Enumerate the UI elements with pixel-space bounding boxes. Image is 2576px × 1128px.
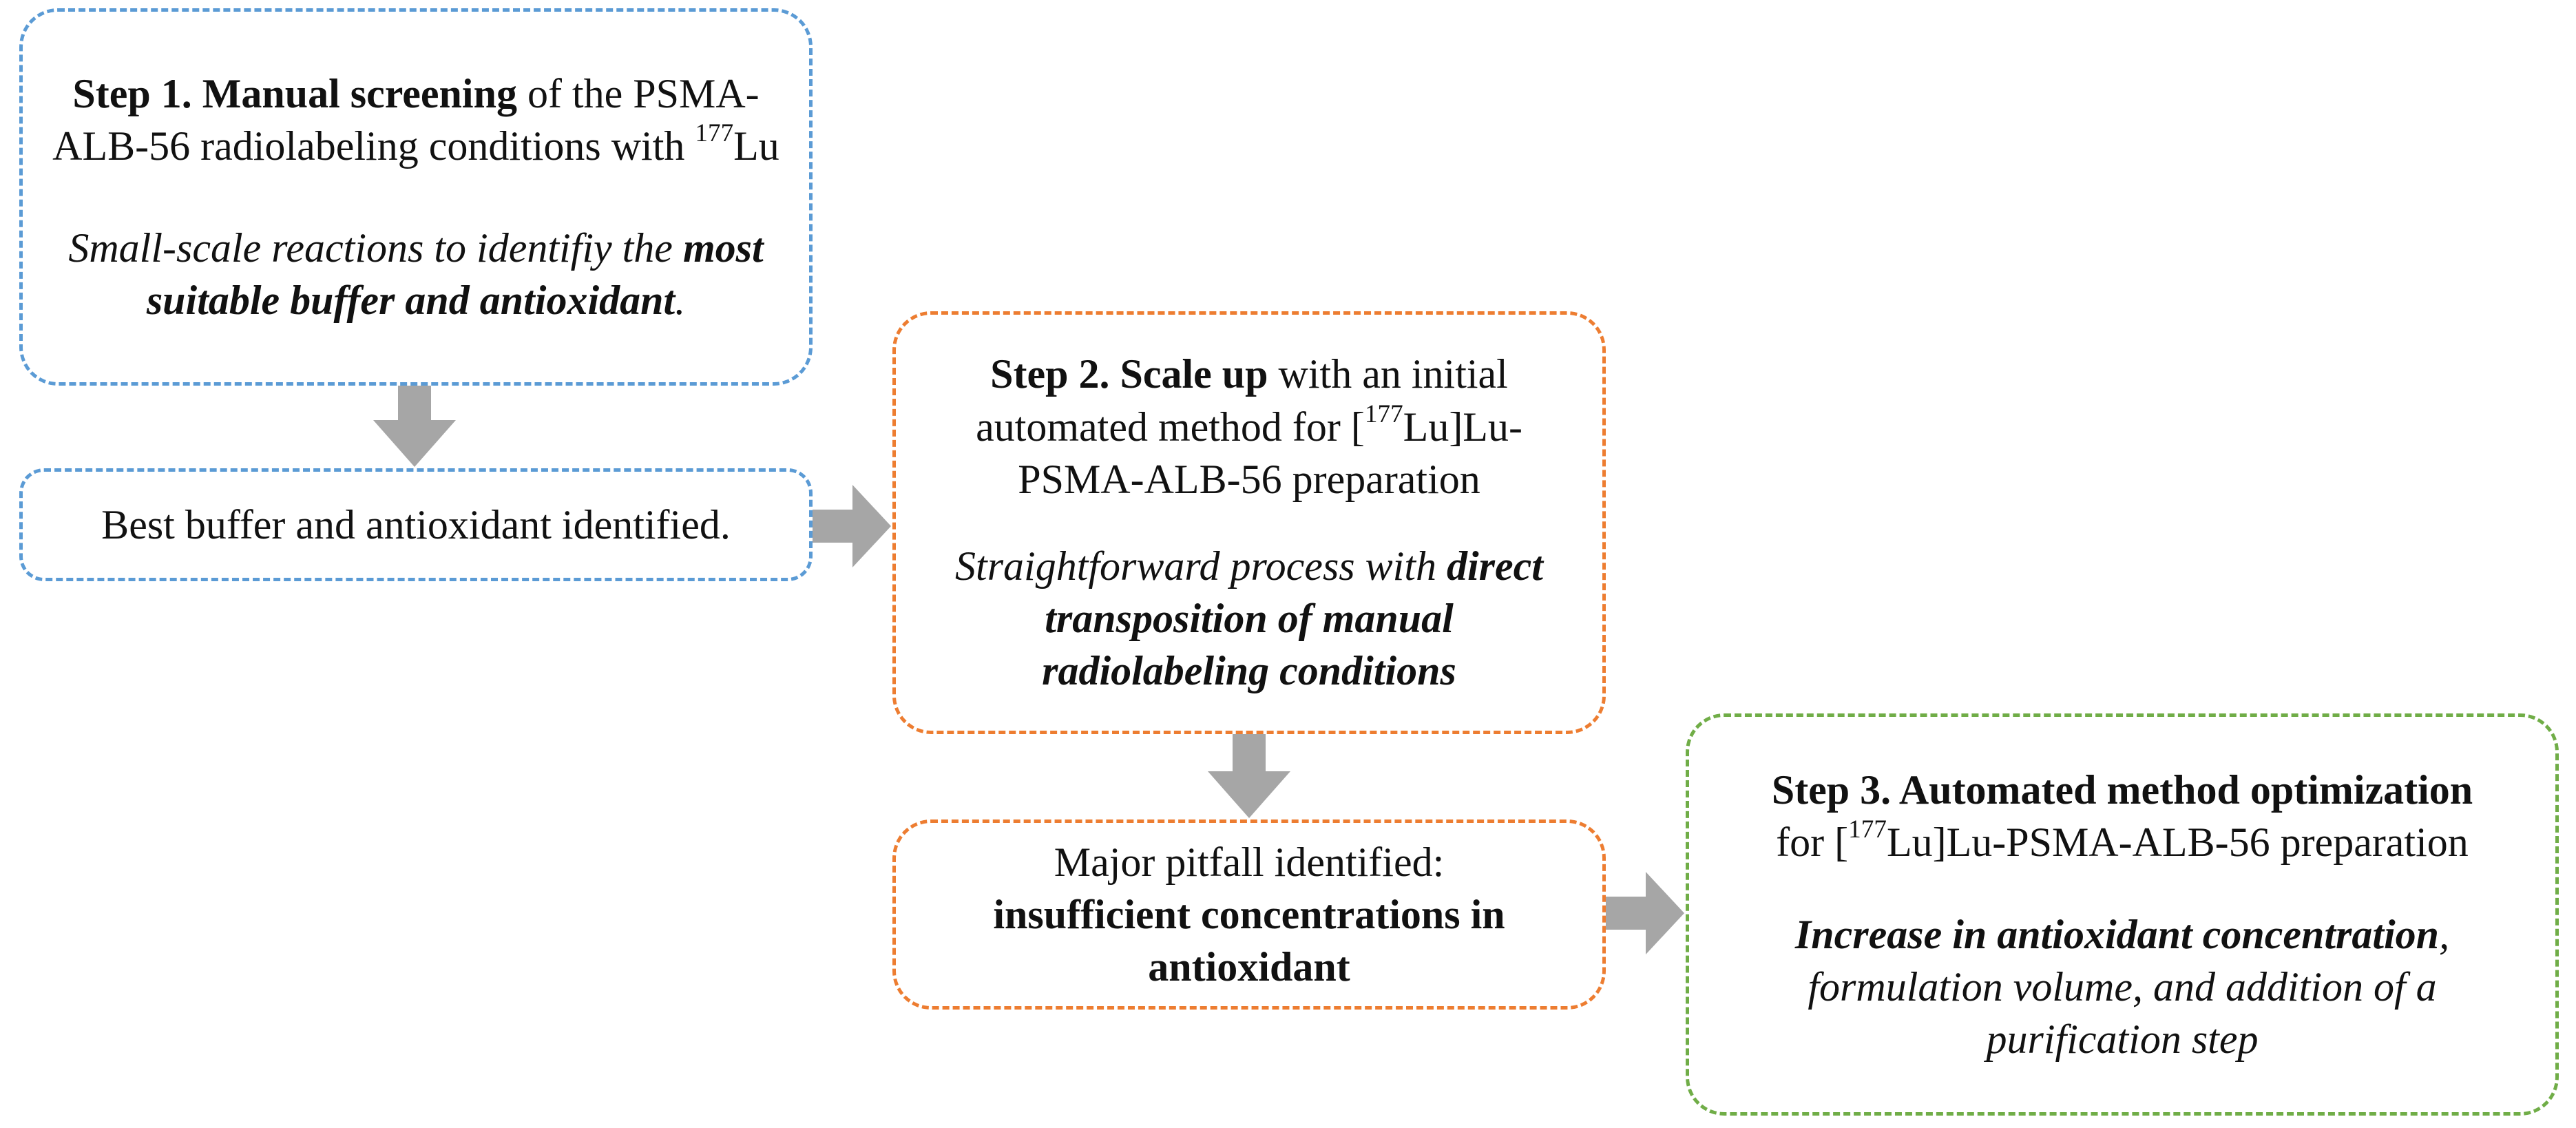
- arrow-step2-to-result2: [1208, 734, 1290, 818]
- step1-box: Step 1. Manual screening of the PSMA-ALB…: [19, 8, 813, 386]
- result2-bold-wrap: insufficient concentrations in antioxida…: [923, 888, 1575, 993]
- step2-title: Step 2. Scale up with an initial automat…: [926, 348, 1572, 505]
- step2-title-end: Lu]Lu-PSMA-ALB-56 preparation: [1018, 404, 1522, 502]
- step2-description-bold: direct transposition of manual radiolabe…: [1042, 543, 1543, 694]
- step1-title-text: of the PSMA-ALB-56 radiolabeling conditi…: [52, 70, 760, 169]
- step2-description-text: Straightforward process with: [955, 543, 1447, 589]
- step3-title-text: for [: [1776, 819, 1849, 865]
- step2-box: Step 2. Scale up with an initial automat…: [892, 311, 1606, 734]
- step3-title-bold: Step 3. Automated method optimization: [1771, 766, 2473, 813]
- step1-description-text: Small-scale reactions to identifiy the: [68, 225, 683, 271]
- step3-description-text: , formulation volume, and addition of a …: [1808, 911, 2450, 1063]
- result1-box: Best buffer and antioxidant identified.: [19, 468, 813, 581]
- step2-title-text: with an initial automated method for [: [976, 351, 1508, 450]
- arrow-result1-to-step2: [813, 485, 891, 567]
- step3-title: Step 3. Automated method optimization fo…: [1772, 764, 2473, 868]
- step1-isotope-mass: 177: [695, 119, 734, 148]
- step1-description: Small-scale reactions to identifiy the m…: [48, 222, 784, 326]
- step1-description-bold: most suitable buffer and antioxidant: [146, 225, 764, 324]
- result2-box: Major pitfall identified: insufficient c…: [892, 819, 1606, 1010]
- step2-title-bold: Step 2. Scale up: [990, 351, 1268, 397]
- step2-description: Straightforward process with direct tran…: [926, 540, 1572, 698]
- step2-isotope-mass: 177: [1364, 399, 1403, 428]
- step3-description: Increase in antioxidant concentration, f…: [1713, 908, 2532, 1066]
- step3-isotope-mass: 177: [1848, 815, 1887, 844]
- step1-isotope: Lu: [733, 123, 779, 169]
- arrow-step1-to-result1: [373, 386, 456, 467]
- step1-title-bold: Step 1. Manual screening: [72, 70, 517, 116]
- step3-title-end: Lu]Lu-PSMA-ALB-56 preparation: [1886, 819, 2469, 865]
- step3-box: Step 3. Automated method optimization fo…: [1686, 713, 2559, 1116]
- result1-text: Best buffer and antioxidant identified.: [101, 501, 731, 547]
- step1-description-end: .: [675, 278, 686, 324]
- step1-title: Step 1. Manual screening of the PSMA-ALB…: [48, 67, 784, 172]
- step3-description-bold: Increase in antioxidant concentration: [1794, 911, 2440, 957]
- result2-line1: Major pitfall identified:: [1054, 839, 1445, 885]
- result2-bold: insufficient concentrations in antioxida…: [993, 891, 1505, 990]
- arrow-result2-to-step3: [1606, 872, 1684, 954]
